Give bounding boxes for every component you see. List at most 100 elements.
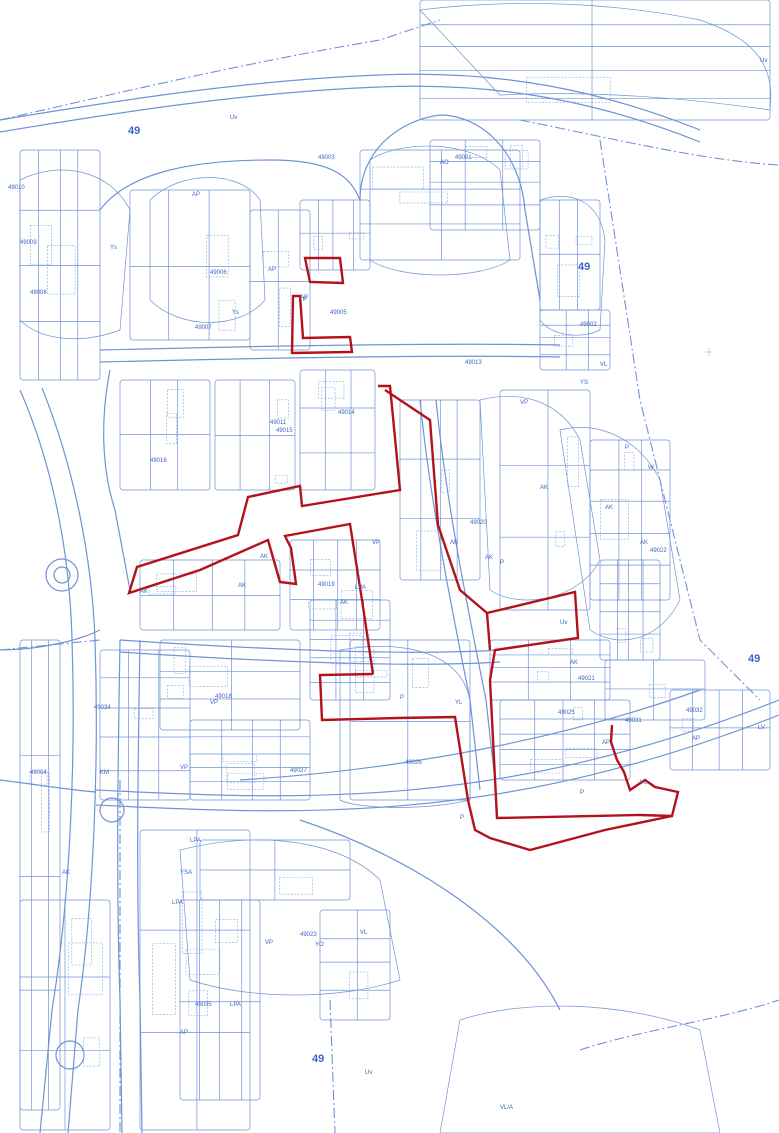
zone-code-label: AK <box>640 540 649 546</box>
building-footprint <box>215 919 238 943</box>
building-footprint <box>181 891 203 954</box>
zone-code-label: Uv <box>560 620 568 626</box>
road-line-13 <box>103 369 131 591</box>
block-outline-23 <box>669 689 771 771</box>
building-footprint <box>355 646 375 693</box>
zone-code-label: AK <box>238 583 247 589</box>
building-footprint <box>167 389 184 418</box>
neighborhood-outline-0 <box>149 177 266 323</box>
block-outline-19 <box>539 309 611 371</box>
plan-boundary-segment-2 <box>127 384 402 675</box>
building-footprint <box>133 708 154 720</box>
zone-code-label: P <box>400 695 405 701</box>
building-footprint <box>148 586 177 595</box>
block-outline-31 <box>319 909 391 1021</box>
zone-code-label: P <box>625 445 630 451</box>
building-footprint <box>504 150 529 170</box>
zone-code-label: Uv <box>365 1070 373 1076</box>
building-footprint <box>557 264 580 297</box>
road-line-6 <box>99 343 561 351</box>
building-footprint <box>355 670 388 678</box>
zone-code-label: AP <box>300 295 309 301</box>
road-line-2 <box>117 639 123 1133</box>
zone-code-label: VP <box>520 400 529 406</box>
building-footprint <box>545 235 559 249</box>
zone-code-label: AK <box>605 505 614 511</box>
neighborhood-outline-4 <box>419 3 772 111</box>
block-outline-17 <box>19 149 101 381</box>
block-number-label: 49003 <box>318 155 335 161</box>
building-footprint <box>600 499 629 540</box>
zone-code-label: AK <box>140 589 149 595</box>
road-line-7 <box>99 355 561 363</box>
neighborhood-outline-9 <box>439 1005 721 1133</box>
block-number-label: 49020 <box>470 520 487 526</box>
building-footprint <box>188 665 228 687</box>
block-number-label: 49034 <box>94 705 111 711</box>
zone-code-label: VL <box>600 362 608 368</box>
zone-code-label: AK <box>540 485 549 491</box>
building-footprint <box>575 235 593 245</box>
zone-code-label: AK <box>260 554 269 560</box>
district-number-label: 49 <box>312 1053 325 1065</box>
district-boundary-1 <box>519 119 779 166</box>
neighborhood-outline-1 <box>369 145 511 276</box>
road-line-0 <box>19 389 74 1133</box>
zone-code-label: VL <box>360 930 368 936</box>
road-line-12 <box>99 159 361 211</box>
plan-boundary-segment-0 <box>303 256 345 285</box>
zone-code-label: AK <box>450 540 459 546</box>
road-line-15 <box>435 399 497 791</box>
block-number-label: 49002 <box>580 322 597 328</box>
building-footprint <box>565 748 598 758</box>
building-footprint <box>416 530 442 571</box>
north-arrow-cross-icon <box>705 348 713 356</box>
building-footprint <box>310 559 331 576</box>
building-footprint <box>279 877 313 895</box>
building-footprint <box>83 1037 101 1067</box>
block-outline-8 <box>99 649 191 801</box>
building-footprint <box>681 718 694 732</box>
zone-code-label: AP <box>192 192 201 198</box>
building-footprint <box>152 943 176 1015</box>
zone-code-label: AP <box>268 267 277 273</box>
building-footprint <box>41 772 50 833</box>
zone-code-label: AP <box>180 1030 189 1036</box>
block-number-label: 49018 <box>215 694 232 700</box>
zone-code-label: Ys <box>110 245 118 251</box>
building-footprint <box>412 658 430 688</box>
road-line-3 <box>137 639 143 1133</box>
plan-boundary-segment-5 <box>485 612 492 651</box>
road-network <box>0 73 779 1133</box>
zone-code-label: YSA <box>180 870 193 876</box>
building-footprint <box>218 300 236 331</box>
zone-code-label: AO <box>440 160 449 166</box>
roundabout <box>55 1040 85 1070</box>
building-footprint <box>530 759 564 774</box>
block-number-label: 49007 <box>195 325 212 331</box>
building-footprint <box>330 635 363 665</box>
road-line-16 <box>359 114 541 301</box>
block-outline-14 <box>429 139 541 231</box>
block-number-label: 49001 <box>455 155 472 161</box>
district-number-label: 49 <box>578 261 591 273</box>
zone-code-label: Uv <box>230 115 238 121</box>
block-outline-28 <box>419 0 771 121</box>
neighborhood-outline-6 <box>559 427 681 641</box>
building-footprint <box>441 469 450 493</box>
building-footprint <box>510 145 523 169</box>
road-line-14 <box>419 399 481 791</box>
building-footprints <box>29 76 694 1067</box>
block-number-label: 49027 <box>290 768 307 774</box>
zone-code-label: VL <box>640 780 648 786</box>
zone-code-label: LPA <box>355 585 366 591</box>
block-outline-18 <box>539 199 601 311</box>
building-footprint <box>321 387 336 411</box>
building-footprint <box>185 948 221 975</box>
neighborhood-outline-7 <box>339 646 471 808</box>
district-boundary-2 <box>599 139 761 701</box>
zone-code-label: VL/A <box>500 1105 514 1111</box>
block-number-label: 49010 <box>8 185 25 191</box>
block-number-label: 49015 <box>276 428 293 434</box>
zone-code-label: AP <box>692 736 701 742</box>
